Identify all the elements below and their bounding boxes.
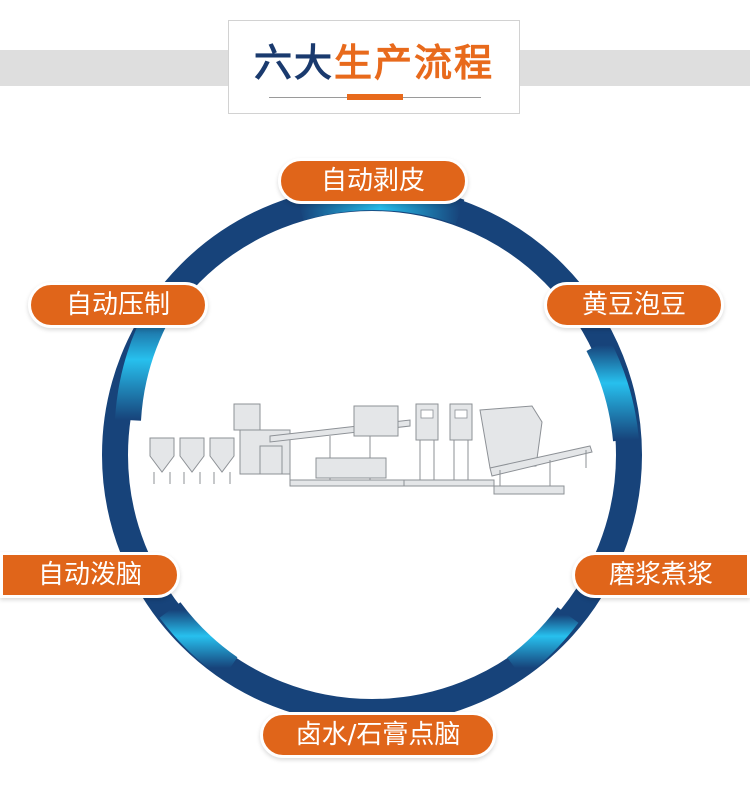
step-grinding-boiling: 磨浆煮浆: [572, 552, 750, 598]
title-part1: 六大: [253, 41, 334, 85]
title-accent-bar: [347, 94, 403, 100]
step-auto-pressing: 自动压制: [28, 282, 208, 328]
step-soybean-soaking: 黄豆泡豆: [544, 282, 724, 328]
production-line-image: [149, 403, 593, 495]
page-title: 六大生产流程: [229, 39, 519, 87]
title-part2: 生产流程: [334, 41, 495, 85]
title-box: 六大生产流程: [228, 20, 520, 114]
step-coagulation: 卤水/石膏点脑: [260, 712, 496, 758]
step-auto-peeling: 自动剥皮: [278, 158, 468, 204]
ring-highlight-bottom-left: [159, 602, 238, 679]
ring-highlight-bottom-right: [507, 607, 579, 679]
step-auto-curd-pouring: 自动泼脑: [0, 552, 180, 598]
ring-highlight-right: [586, 338, 639, 442]
